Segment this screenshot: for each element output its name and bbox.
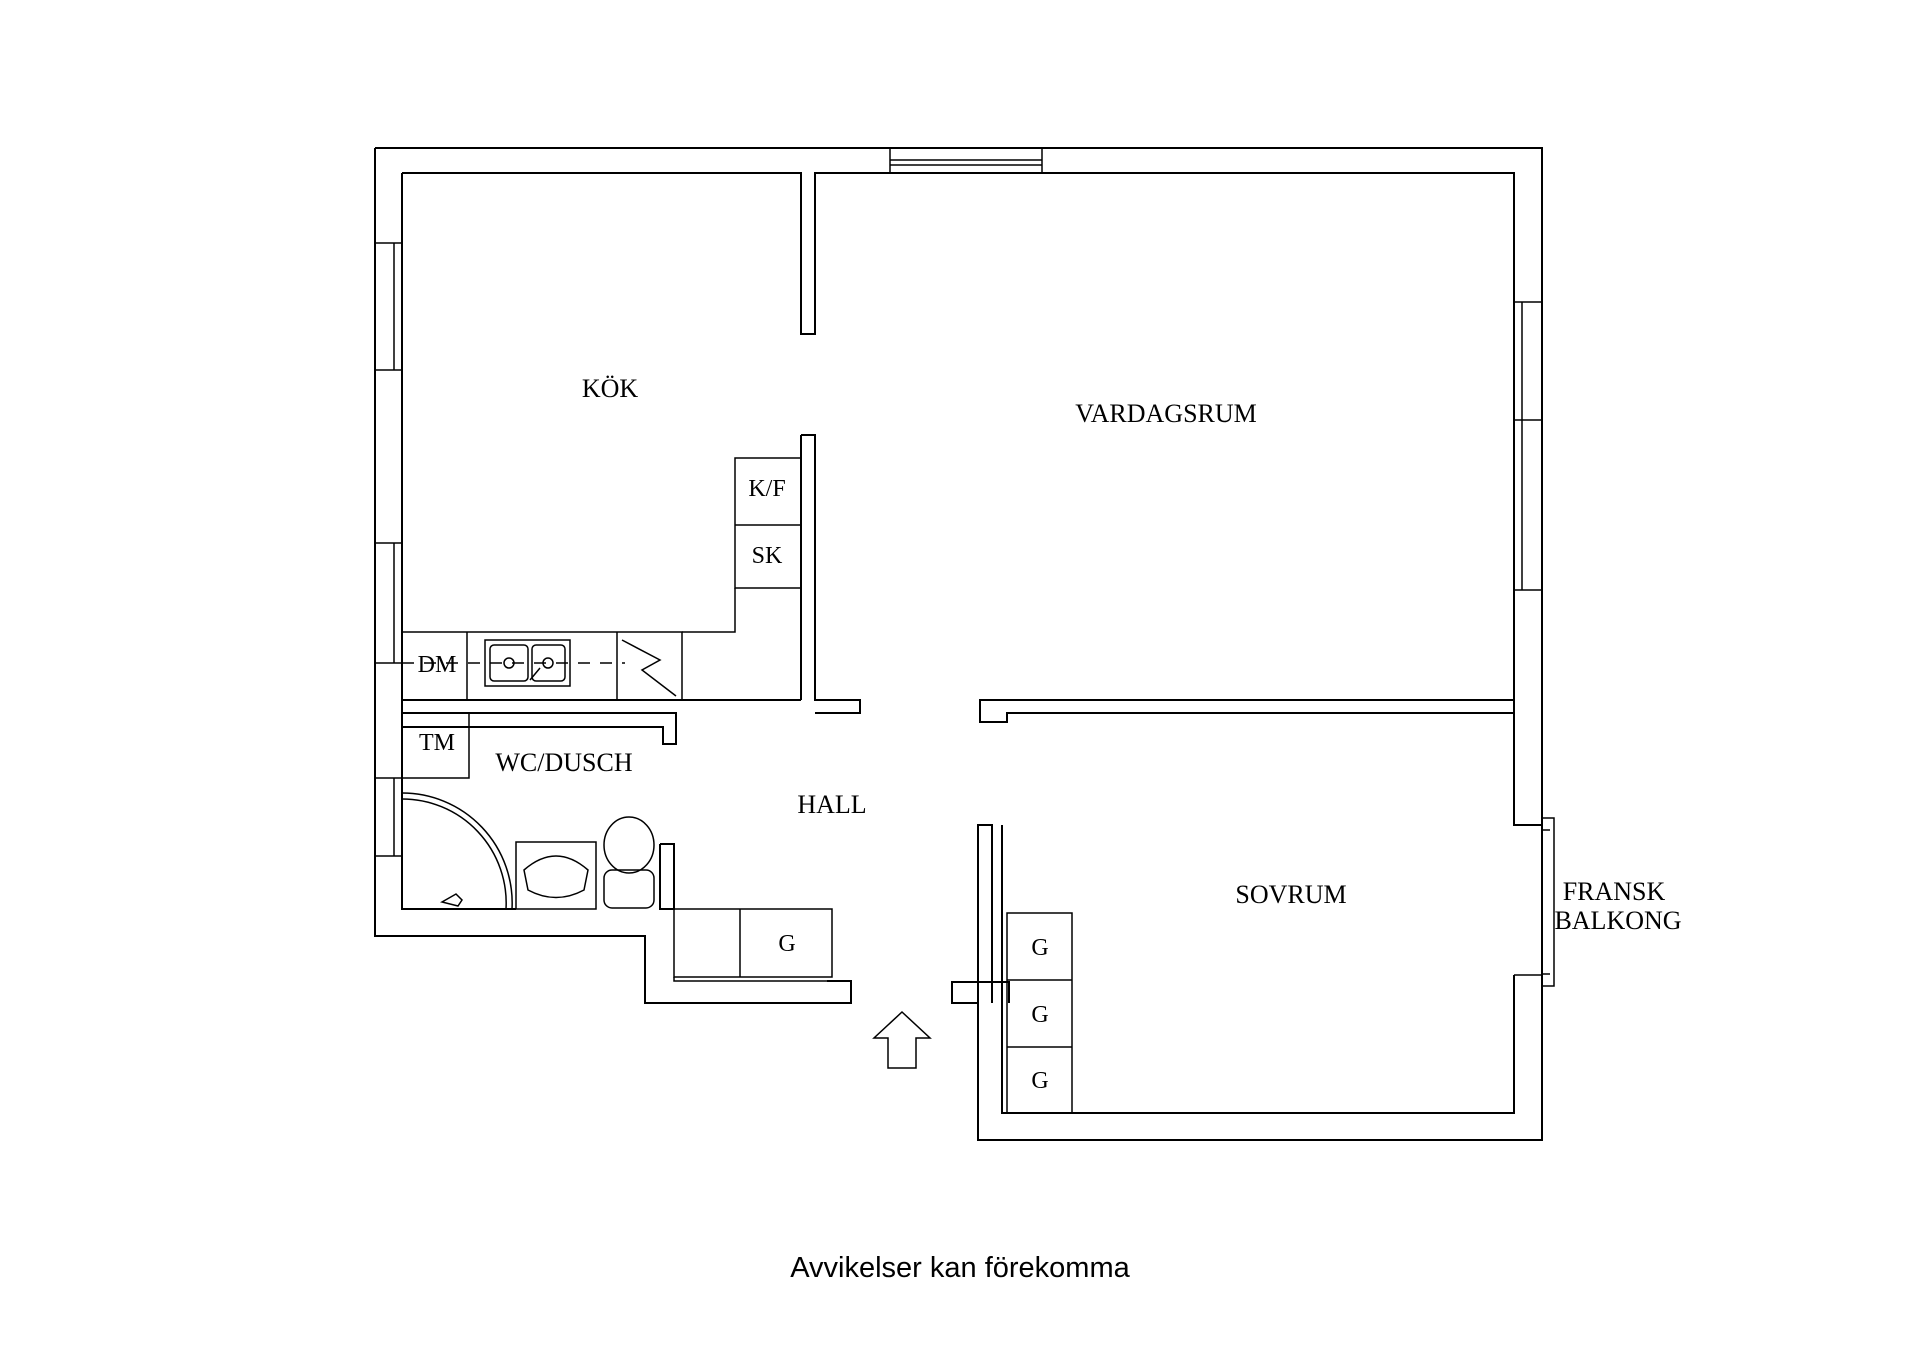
room-label-kok: KÖK: [582, 374, 639, 403]
window-right: [1514, 301, 1542, 591]
fixture-label-sk: SK: [752, 543, 783, 569]
fixture-label-kf: K/F: [748, 476, 785, 502]
fixture-label-bedroom-wardrobe-3: G: [1031, 1068, 1048, 1094]
window-left-lower: [375, 777, 402, 857]
fixture-label-dm: DM: [418, 652, 457, 678]
fixture-label-bedroom-wardrobe-2: G: [1031, 1002, 1048, 1028]
french-balcony-door: [1001, 692, 1555, 1114]
washbasin: [515, 841, 597, 910]
room-label-wc-dusch: WC/DUSCH: [495, 748, 632, 777]
fixture-label-bedroom-wardrobe-1: G: [1031, 935, 1048, 961]
balcony-label-line1: FRANSK: [1563, 877, 1666, 906]
room-label-hall: HALL: [797, 790, 866, 819]
entrance-arrow-icon: [872, 1010, 932, 1069]
window-left-middle: [375, 542, 402, 664]
balcony-label-line2: BALKONG: [1554, 906, 1681, 935]
bedroom-wall: [977, 824, 993, 1003]
fixture-label-hall-wardrobe: G: [778, 931, 795, 957]
bedroom-wardrobes: [1006, 912, 1073, 1114]
room-label-sovrum: SOVRUM: [1235, 880, 1346, 909]
room-label-vardagsrum: VARDAGSRUM: [1075, 399, 1257, 428]
hall-wardrobes: [673, 908, 851, 982]
window-left-upper: [375, 242, 402, 371]
kitchen-living-wall: [402, 434, 861, 714]
disclaimer-text: Avvikelser kan förekomma: [790, 1252, 1130, 1284]
sink: [402, 639, 625, 687]
exterior-walls: [374, 147, 1543, 1141]
kitchen-counter: [401, 457, 802, 701]
shower-arc: [401, 792, 513, 910]
fixture-label-tm: TM: [419, 730, 455, 756]
window-top: [889, 148, 1043, 173]
stove-symbol: [621, 639, 677, 697]
living-bedroom-wall: [979, 692, 1515, 723]
toilet: [603, 816, 655, 909]
